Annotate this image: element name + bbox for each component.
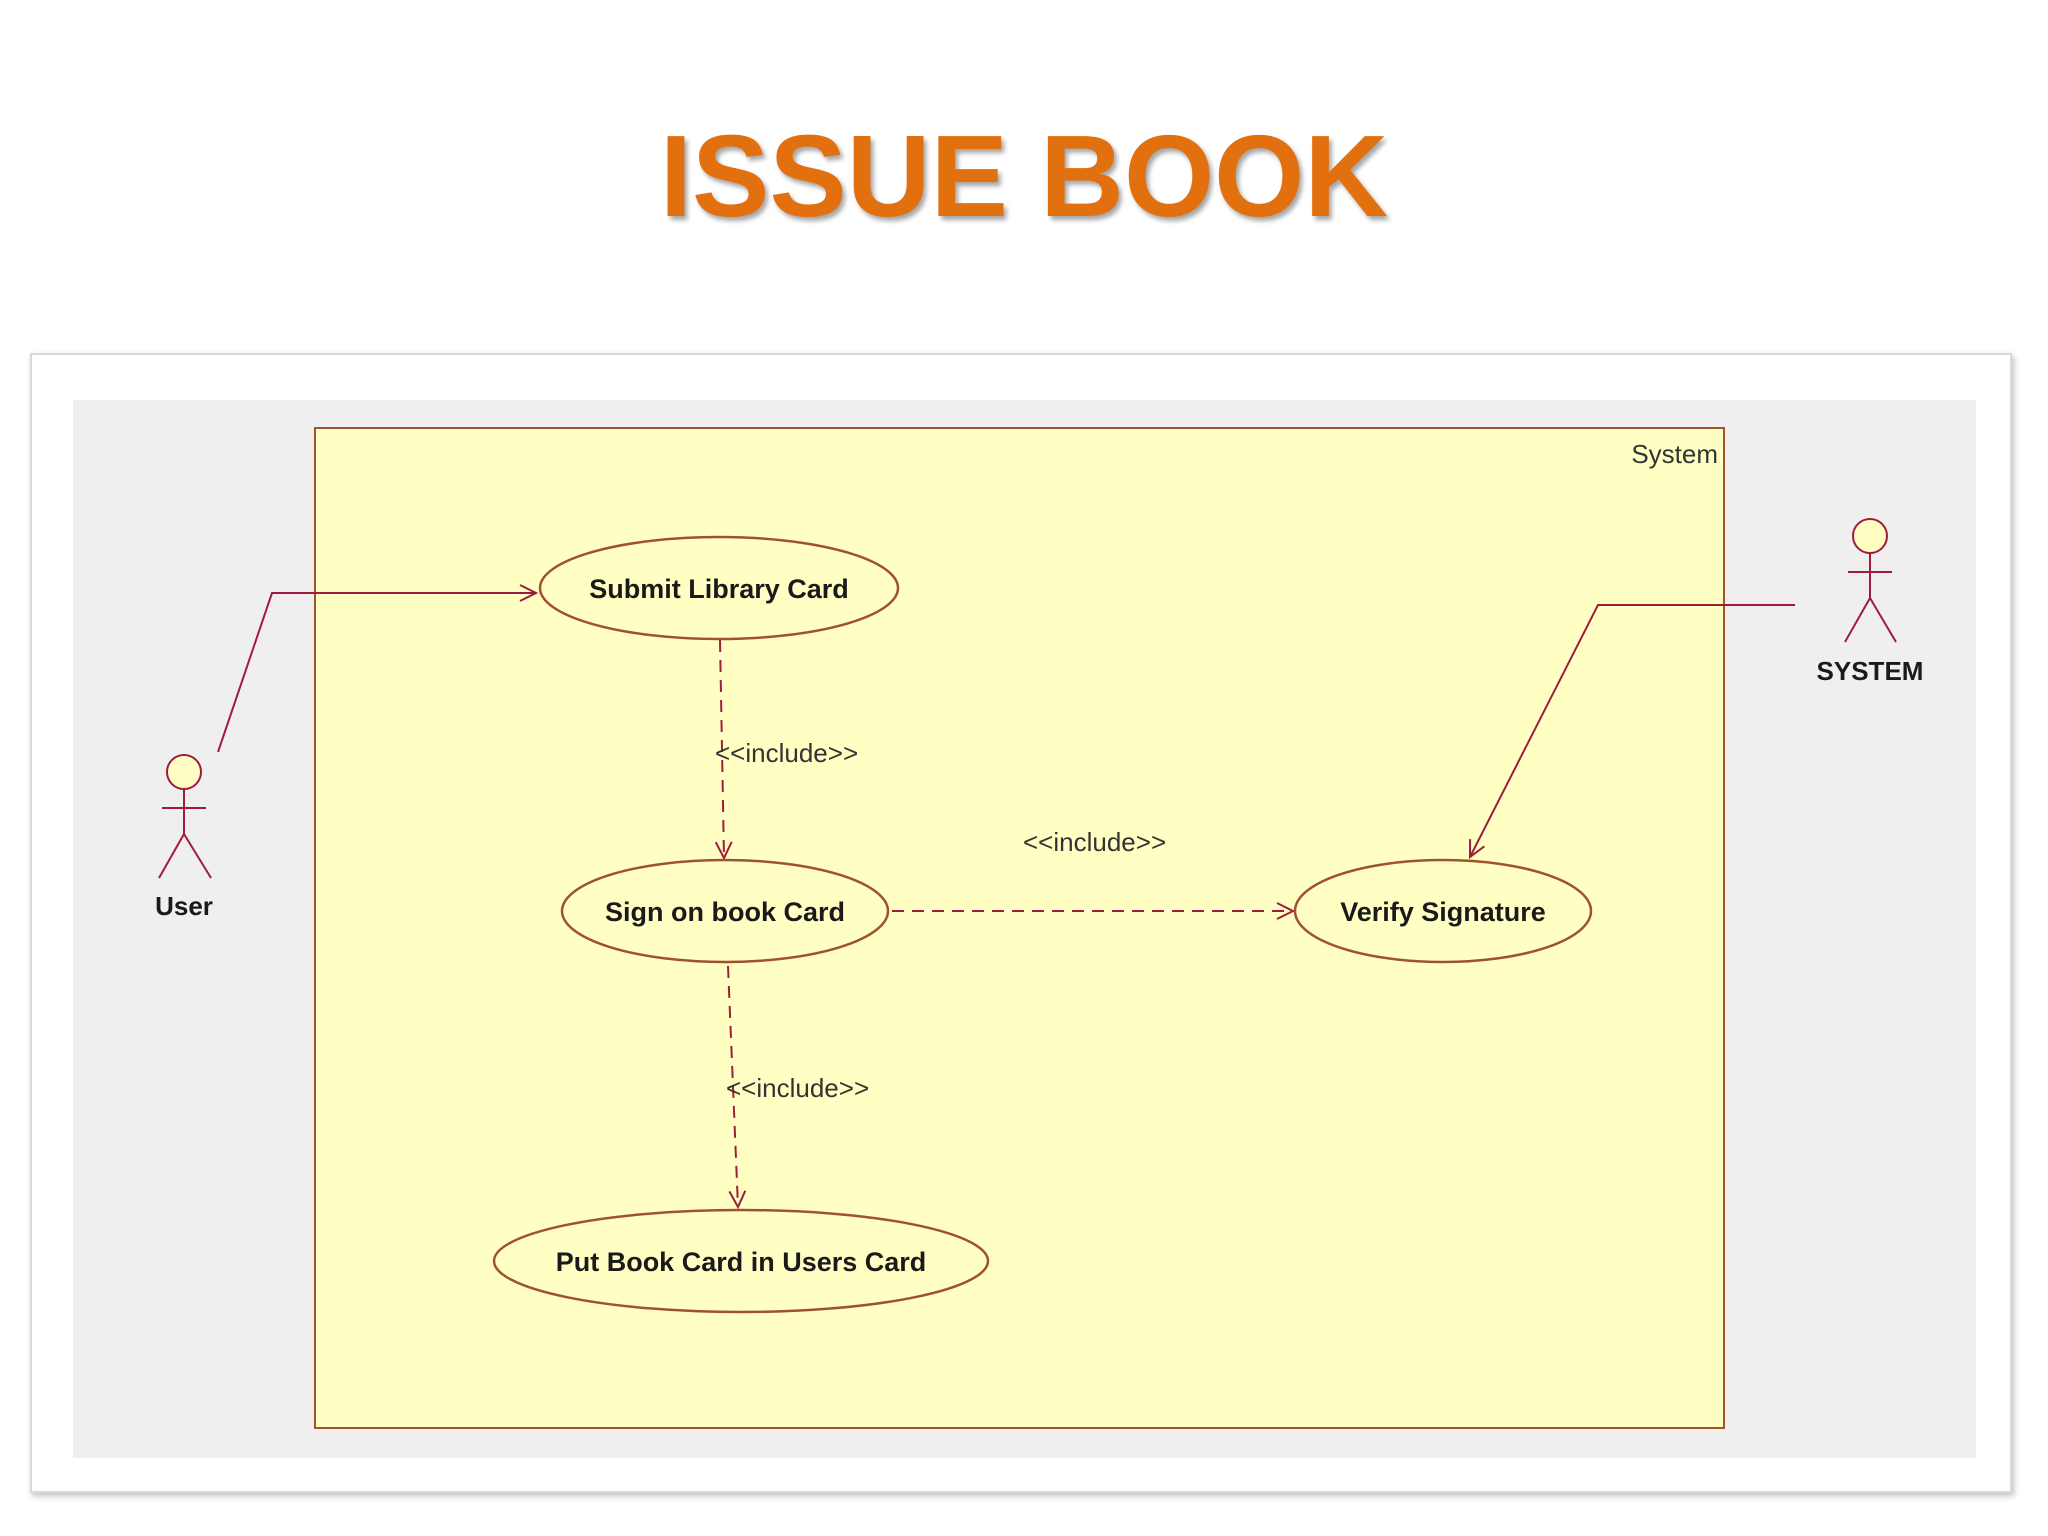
use-case-put-book-card: Put Book Card in Users Card <box>492 1208 990 1314</box>
use-case-submit-library-card: Submit Library Card <box>538 535 900 641</box>
actor-label: User <box>155 891 213 921</box>
use-case-verify-signature: Verify Signature <box>1293 858 1593 964</box>
use-case-label: Verify Signature <box>1340 897 1546 927</box>
association-system-verify <box>1470 604 1795 857</box>
stick-figure-icon <box>1844 518 1897 643</box>
use-case-label: Put Book Card in Users Card <box>556 1247 927 1277</box>
system-boundary-label: System <box>1631 439 1718 469</box>
slide-title: ISSUE BOOK <box>659 111 1389 241</box>
stick-figure-icon <box>158 754 212 879</box>
use-case-label: Sign on book Card <box>605 897 845 927</box>
association-user-submit <box>217 593 536 753</box>
actor-user: User <box>155 754 213 921</box>
actor-label: SYSTEM <box>1817 656 1924 686</box>
actor-system: SYSTEM <box>1817 518 1924 686</box>
include-line-submit-sign <box>720 639 724 858</box>
include-line-sign-put <box>727 965 738 1207</box>
use-case-label: Submit Library Card <box>589 574 849 604</box>
include-label-sign-verify: <<include>> <box>1023 827 1166 857</box>
use-case-sign-on-book-card: Sign on book Card <box>560 858 890 964</box>
include-label-sign-put: <<include>> <box>726 1073 869 1103</box>
include-label-submit-sign: <<include>> <box>715 738 858 768</box>
